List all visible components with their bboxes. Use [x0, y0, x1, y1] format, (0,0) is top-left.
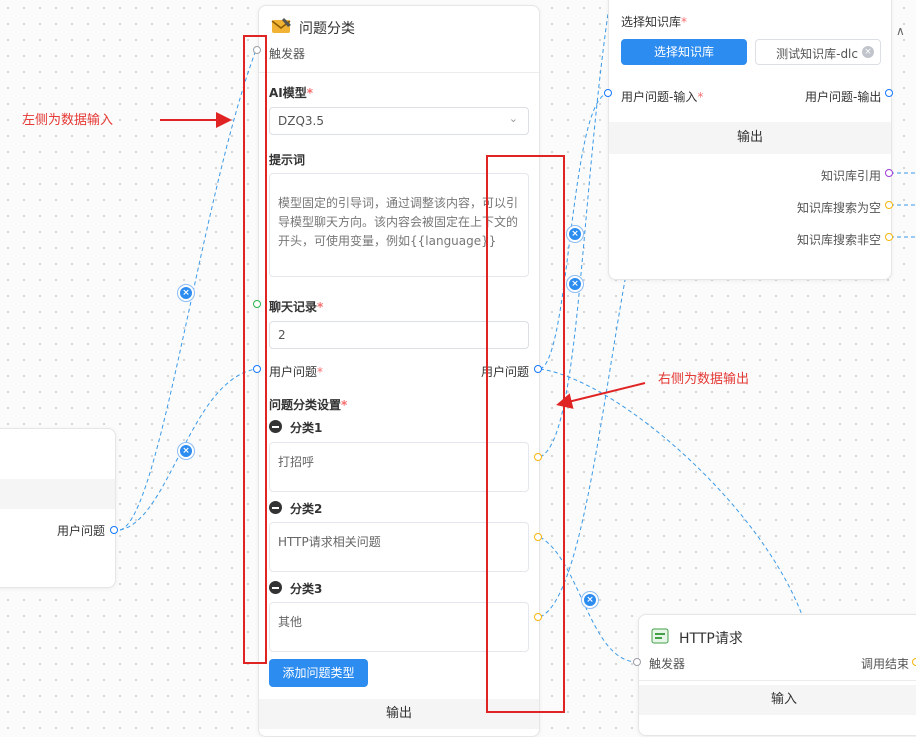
http-separator — [639, 680, 916, 681]
close-icon[interactable]: × — [862, 46, 874, 58]
category-1-name: 分类1 — [290, 421, 323, 435]
kb-nonempty-port[interactable] — [885, 233, 893, 241]
collapse-icon[interactable]: ∧ — [896, 24, 905, 38]
edge-question-to-http — [539, 368, 811, 641]
edge-left-to-question — [119, 368, 257, 531]
delete-edge-icon[interactable]: × — [178, 285, 194, 301]
delete-edge-icon[interactable]: × — [567, 276, 583, 292]
prompt-textarea[interactable]: 模型固定的引导词，通过调整该内容，可以引导模型聊天方向。该内容会被固定在上下文的… — [269, 173, 529, 277]
left-node-output-label: 用户问题 — [57, 524, 106, 538]
http-input-section: 输入 — [639, 685, 916, 715]
chevron-down-icon: ⌄ — [508, 112, 518, 125]
remove-category-3-icon[interactable] — [269, 581, 282, 594]
edge-cat2-to-http — [539, 536, 637, 663]
delete-edge-icon[interactable]: × — [567, 226, 583, 242]
category-1-input[interactable]: 打招呼 — [269, 442, 529, 492]
question-output-label: 用户问题 — [481, 365, 530, 379]
http-icon — [651, 628, 669, 644]
kb-output-label: 用户问题-输出 — [805, 90, 882, 104]
http-title: HTTP请求 — [679, 631, 743, 647]
category-3-input[interactable]: 其他 — [269, 602, 529, 652]
settings-label: 问题分类设置* — [269, 398, 348, 412]
history-input[interactable]: 2 — [269, 321, 529, 349]
http-trigger-port[interactable] — [633, 658, 641, 666]
category-2-input[interactable]: HTTP请求相关问题 — [269, 522, 529, 572]
history-label: 聊天记录* — [269, 300, 324, 314]
kb-select-label: 选择知识库* — [621, 15, 688, 29]
header-separator — [259, 72, 539, 73]
add-category-button[interactable]: 添加问题类型 — [269, 659, 368, 687]
knowledge-base-node[interactable]: 选择知识库* 选择知识库 测试知识库-dlc × 用户问题-输入* 用户问题-输… — [608, 0, 892, 280]
kb-select-button[interactable]: 选择知识库 — [621, 39, 747, 65]
left-node[interactable]: 用户问题 — [0, 428, 116, 588]
http-request-node[interactable]: HTTP请求 触发器 调用结束 输入 — [638, 614, 916, 736]
kb-empty-port[interactable] — [885, 201, 893, 209]
http-trigger-label: 触发器 — [649, 657, 686, 671]
ai-model-label: AI模型* — [269, 86, 314, 100]
edge-left-to-trigger — [119, 49, 257, 531]
input-highlight-box — [243, 35, 267, 664]
kb-input-label: 用户问题-输入* — [621, 90, 704, 104]
kb-output-port[interactable] — [885, 89, 893, 97]
edge-question-to-kb — [539, 92, 609, 370]
left-node-section — [0, 479, 115, 509]
kb-tag[interactable]: 测试知识库-dlc × — [755, 39, 881, 65]
kb-output-empty: 知识库搜索为空 — [797, 201, 882, 215]
question-output-port[interactable] — [534, 365, 542, 373]
delete-edge-icon[interactable]: × — [582, 592, 598, 608]
category-3-port[interactable] — [534, 613, 542, 621]
http-result-port[interactable] — [912, 658, 916, 666]
history-port[interactable] — [253, 300, 261, 308]
classifier-trigger-port[interactable] — [253, 46, 261, 54]
left-node-output-port[interactable] — [110, 526, 118, 534]
question-input-port[interactable] — [253, 365, 261, 373]
right-annotation-arrow — [556, 382, 646, 409]
classifier-title: 问题分类 — [299, 21, 355, 37]
kb-output-citation: 知识库引用 — [821, 169, 882, 183]
category-1-port[interactable] — [534, 453, 542, 461]
http-result-label: 调用结束 — [861, 657, 910, 671]
edge-cat1-to-kb — [539, 0, 611, 458]
right-annotation-text: 右侧为数据输出 — [658, 372, 750, 387]
category-2-name: 分类2 — [290, 502, 323, 516]
left-annotation-text: 左侧为数据输入 — [22, 113, 114, 128]
delete-edge-icon[interactable]: × — [178, 443, 194, 459]
kb-output-nonempty: 知识库搜索非空 — [797, 233, 882, 247]
classifier-icon — [271, 18, 291, 33]
category-2-port[interactable] — [534, 533, 542, 541]
question-input-label: 用户问题* — [269, 365, 324, 379]
kb-output-section: 输出 — [609, 122, 891, 154]
edge-cat3-to-up — [539, 279, 626, 618]
kb-citation-port[interactable] — [885, 169, 893, 177]
classifier-trigger-label: 触发器 — [269, 47, 306, 61]
prompt-label: 提示词 — [269, 153, 306, 167]
kb-input-port[interactable] — [604, 89, 612, 97]
category-3-name: 分类3 — [290, 582, 323, 596]
remove-category-1-icon[interactable] — [269, 420, 282, 433]
question-classifier-node[interactable]: 问题分类 触发器 AI模型* DZQ3.5 ⌄ 提示词 模型固定的引导词，通过调… — [258, 5, 540, 737]
output-highlight-box — [486, 155, 565, 713]
remove-category-2-icon[interactable] — [269, 501, 282, 514]
annotation-arrows — [160, 112, 646, 409]
ai-model-select[interactable]: DZQ3.5 ⌄ — [269, 107, 529, 135]
kb-tag-value: 测试知识库-dlc — [776, 47, 858, 61]
edges-layer — [119, 0, 916, 663]
ai-model-value: DZQ3.5 — [278, 114, 324, 128]
